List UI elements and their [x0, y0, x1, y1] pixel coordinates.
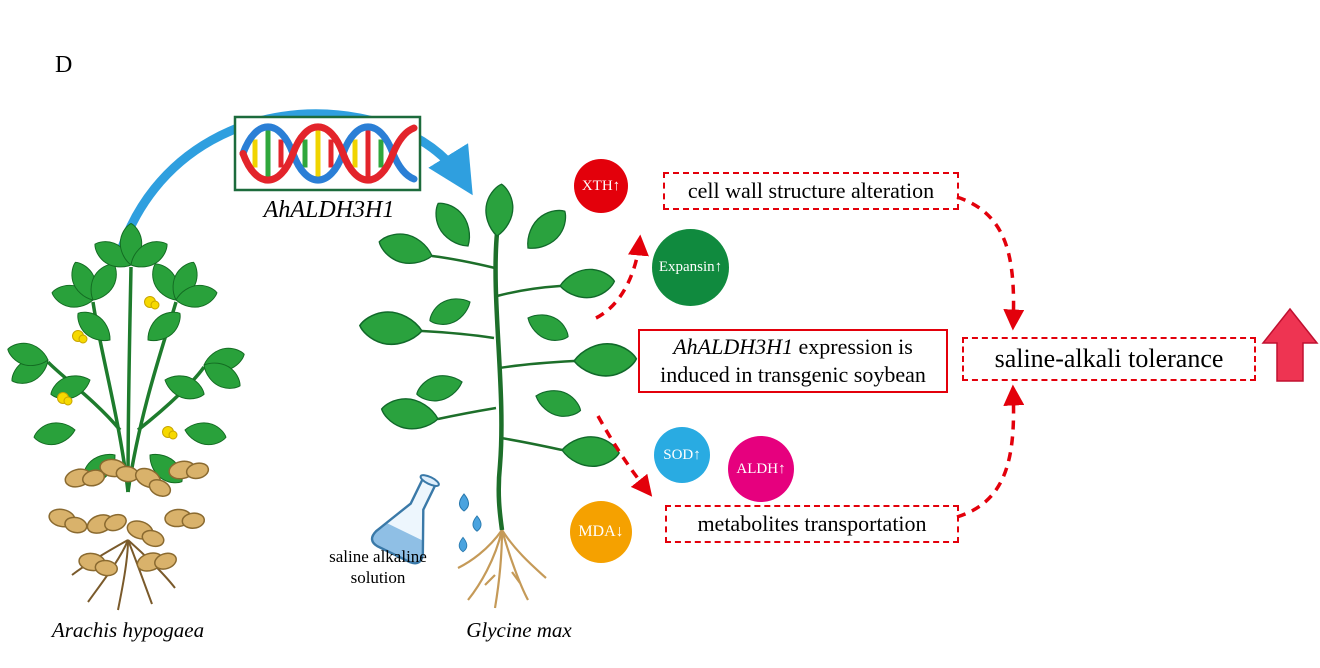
- node-xth: XTH↑: [574, 159, 628, 213]
- droplet-icons: [458, 493, 482, 553]
- peanut-caption: Arachis hypogaea: [51, 618, 205, 642]
- gene-transfer-arrow: [113, 109, 473, 265]
- induction-arrows: [595, 234, 653, 497]
- solution-label-line2: solution: [350, 568, 406, 587]
- node-expansin: Expansin↑: [652, 229, 729, 306]
- solution-label-line1: saline alkaline: [329, 547, 427, 566]
- outcome-arrows: [956, 195, 1025, 519]
- node-sod: SOD↑: [654, 427, 710, 483]
- expression-line1-rest: expression is: [793, 334, 913, 359]
- node-aldh: ALDH↑: [728, 436, 794, 502]
- dna-icon: [233, 115, 422, 192]
- solution-label: saline alkaline solution: [314, 546, 442, 588]
- expression-line2: induced in transgenic soybean: [660, 362, 926, 387]
- expression-gene-name: AhALDH3H1: [673, 334, 793, 359]
- panel-label: D: [55, 52, 73, 78]
- soybean-caption: Glycine max: [466, 618, 572, 642]
- cell-wall-box: cell wall structure alteration: [663, 172, 959, 210]
- gene-name-label: AhALDH3H1: [263, 197, 395, 223]
- tolerance-up-arrow: [1261, 307, 1319, 382]
- expression-box: AhALDH3H1 expression is induced in trans…: [638, 329, 948, 393]
- node-mda: MDA↓: [570, 501, 632, 563]
- metabolites-box: metabolites transportation: [665, 505, 959, 543]
- flask-icon: [370, 474, 482, 565]
- tolerance-box: saline-alkali tolerance: [962, 337, 1256, 381]
- expression-line1: AhALDH3H1 expression is: [673, 333, 913, 361]
- peanut-pods: [46, 455, 211, 578]
- peanut-plant-illustration: [4, 222, 248, 611]
- soybean-plant-illustration: [357, 182, 638, 609]
